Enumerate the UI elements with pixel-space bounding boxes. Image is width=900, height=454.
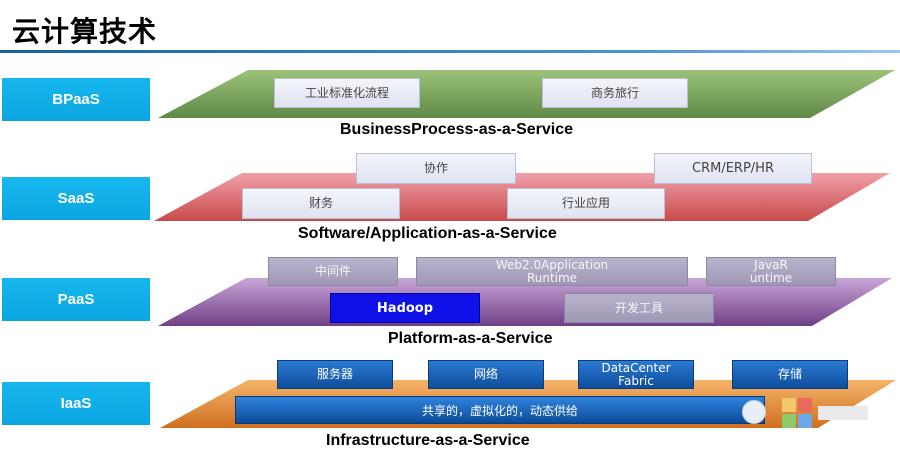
watermark-logo-icon [742,398,872,428]
bpaas-item-business-travel: 商务旅行 [542,78,688,108]
saas-caption: Software/Application-as-a-Service [298,225,557,242]
paas-item-middleware: 中间件 [268,257,398,286]
bpaas-plane [158,70,895,118]
iaas-label-box: IaaS [2,382,150,425]
iaas-item-network: 网络 [428,360,544,389]
paas-caption: Platform-as-a-Service [388,330,553,347]
paas-label-box: PaaS [2,278,150,321]
paas-item-hadoop: Hadoop [330,293,480,323]
bpaas-label-box: BPaaS [2,78,150,121]
paas-item-java-runtime: JavaR untime [706,257,836,286]
paas-item-web2-runtime: Web2.0Application Runtime [416,257,688,286]
page-title: 云计算技术 [12,15,158,48]
saas-item-industry-apps: 行业应用 [507,188,665,219]
bpaas-item-industry-process: 工业标准化流程 [274,78,420,108]
iaas-item-datacenter-fabric: DataCenter Fabric [578,360,694,389]
saas-item-crm-erp-hr: CRM/ERP/HR [654,153,812,184]
saas-item-finance: 财务 [242,188,400,219]
paas-item-dev-tools: 开发工具 [564,293,714,323]
iaas-shared-virtualized-bar: 共享的，虚拟化的，动态供给 [235,396,765,424]
bpaas-caption: BusinessProcess-as-a-Service [340,121,574,138]
saas-label-box: SaaS [2,177,150,220]
saas-item-collaboration: 协作 [356,153,516,184]
iaas-item-servers: 服务器 [277,360,393,389]
iaas-caption: Infrastructure-as-a-Service [326,432,530,449]
title-divider [0,50,900,53]
iaas-item-storage: 存储 [732,360,848,389]
